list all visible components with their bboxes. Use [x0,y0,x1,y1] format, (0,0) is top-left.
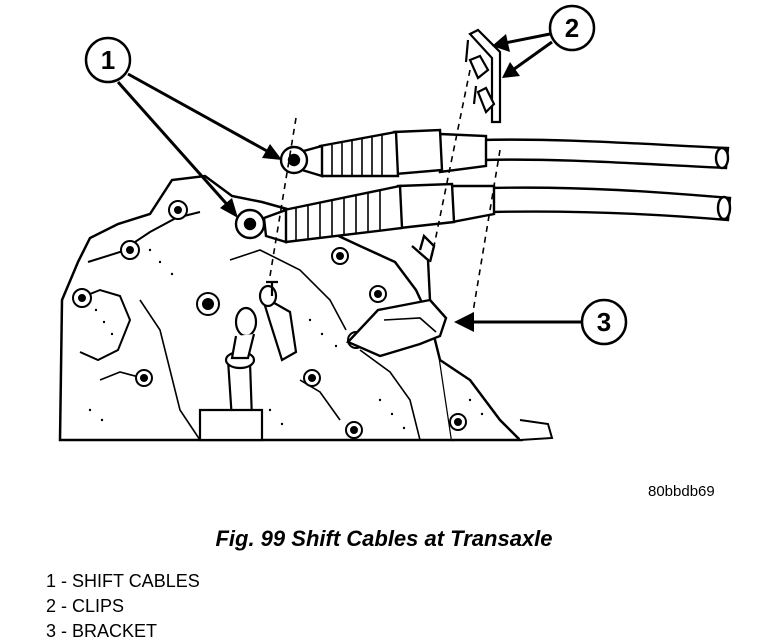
bolt-3 [72,288,92,308]
callout-2-circle [548,4,596,52]
callout-2: 2 [492,4,596,78]
callout-3-number: 3 [597,307,611,337]
legend-item-label: CLIPS [72,596,125,616]
legend-list: 1 - SHIFT CABLES 2 - CLIPS 3 - BRACKET [46,569,200,644]
shift-cable-illustration: 1 2 3 [58,4,732,442]
bolt-11 [449,413,467,431]
callout-3-arrowhead [454,312,474,332]
legend-item-separator: - [56,621,73,641]
legend-item-separator: - [56,596,73,616]
callout-1-number: 1 [101,45,115,75]
bolt-2 [120,240,140,260]
callout-1-arrowhead-a [262,144,282,160]
legend-item-2: 2 - CLIPS [46,594,200,619]
bolt-9 [303,369,321,387]
callout-1-circle [84,36,132,84]
figure-caption: Fig. 99 Shift Cables at Transaxle [215,526,553,551]
callout-2-number: 2 [565,13,579,43]
legend-item-number: 3 [46,621,57,641]
callout-2-arrowhead-b [502,62,520,78]
callout-3: 3 [454,298,628,346]
bolt-8 [135,369,153,387]
callout-1-arrowhead-b [220,198,238,218]
legend-item-separator: - [56,571,73,591]
shift-cable-upper [279,128,730,178]
figure-reference-code: 80bbdb69 [648,483,715,500]
housing-bolts [72,200,467,439]
legend-item-label: BRACKET [72,621,158,641]
bolt-1 [168,200,188,220]
bolt-10 [345,421,363,439]
callout-1: 1 [84,36,282,218]
callout-2-arrowhead-a [492,34,510,52]
bolt-5 [331,247,349,265]
callout-1-leader-b [116,81,234,211]
installation-dashed-lines [269,69,501,331]
legend-item-number: 1 [46,571,57,591]
bolt-6 [369,285,387,303]
legend-item-1: 1 - SHIFT CABLES [46,569,200,594]
bolt-4 [196,292,220,316]
legend-item-3: 3 - BRACKET [46,619,200,644]
shift-levers [198,280,298,442]
shift-cable-lower [234,182,732,244]
callout-1-leader-a [127,72,277,158]
legend-item-number: 2 [46,596,57,616]
callout-2-leader-b [509,40,553,74]
callout-2-leader-a [499,32,551,46]
legend-item-label: SHIFT CABLES [72,571,200,591]
housing-shading [88,248,484,430]
clips [464,28,502,124]
bracket [345,233,448,358]
